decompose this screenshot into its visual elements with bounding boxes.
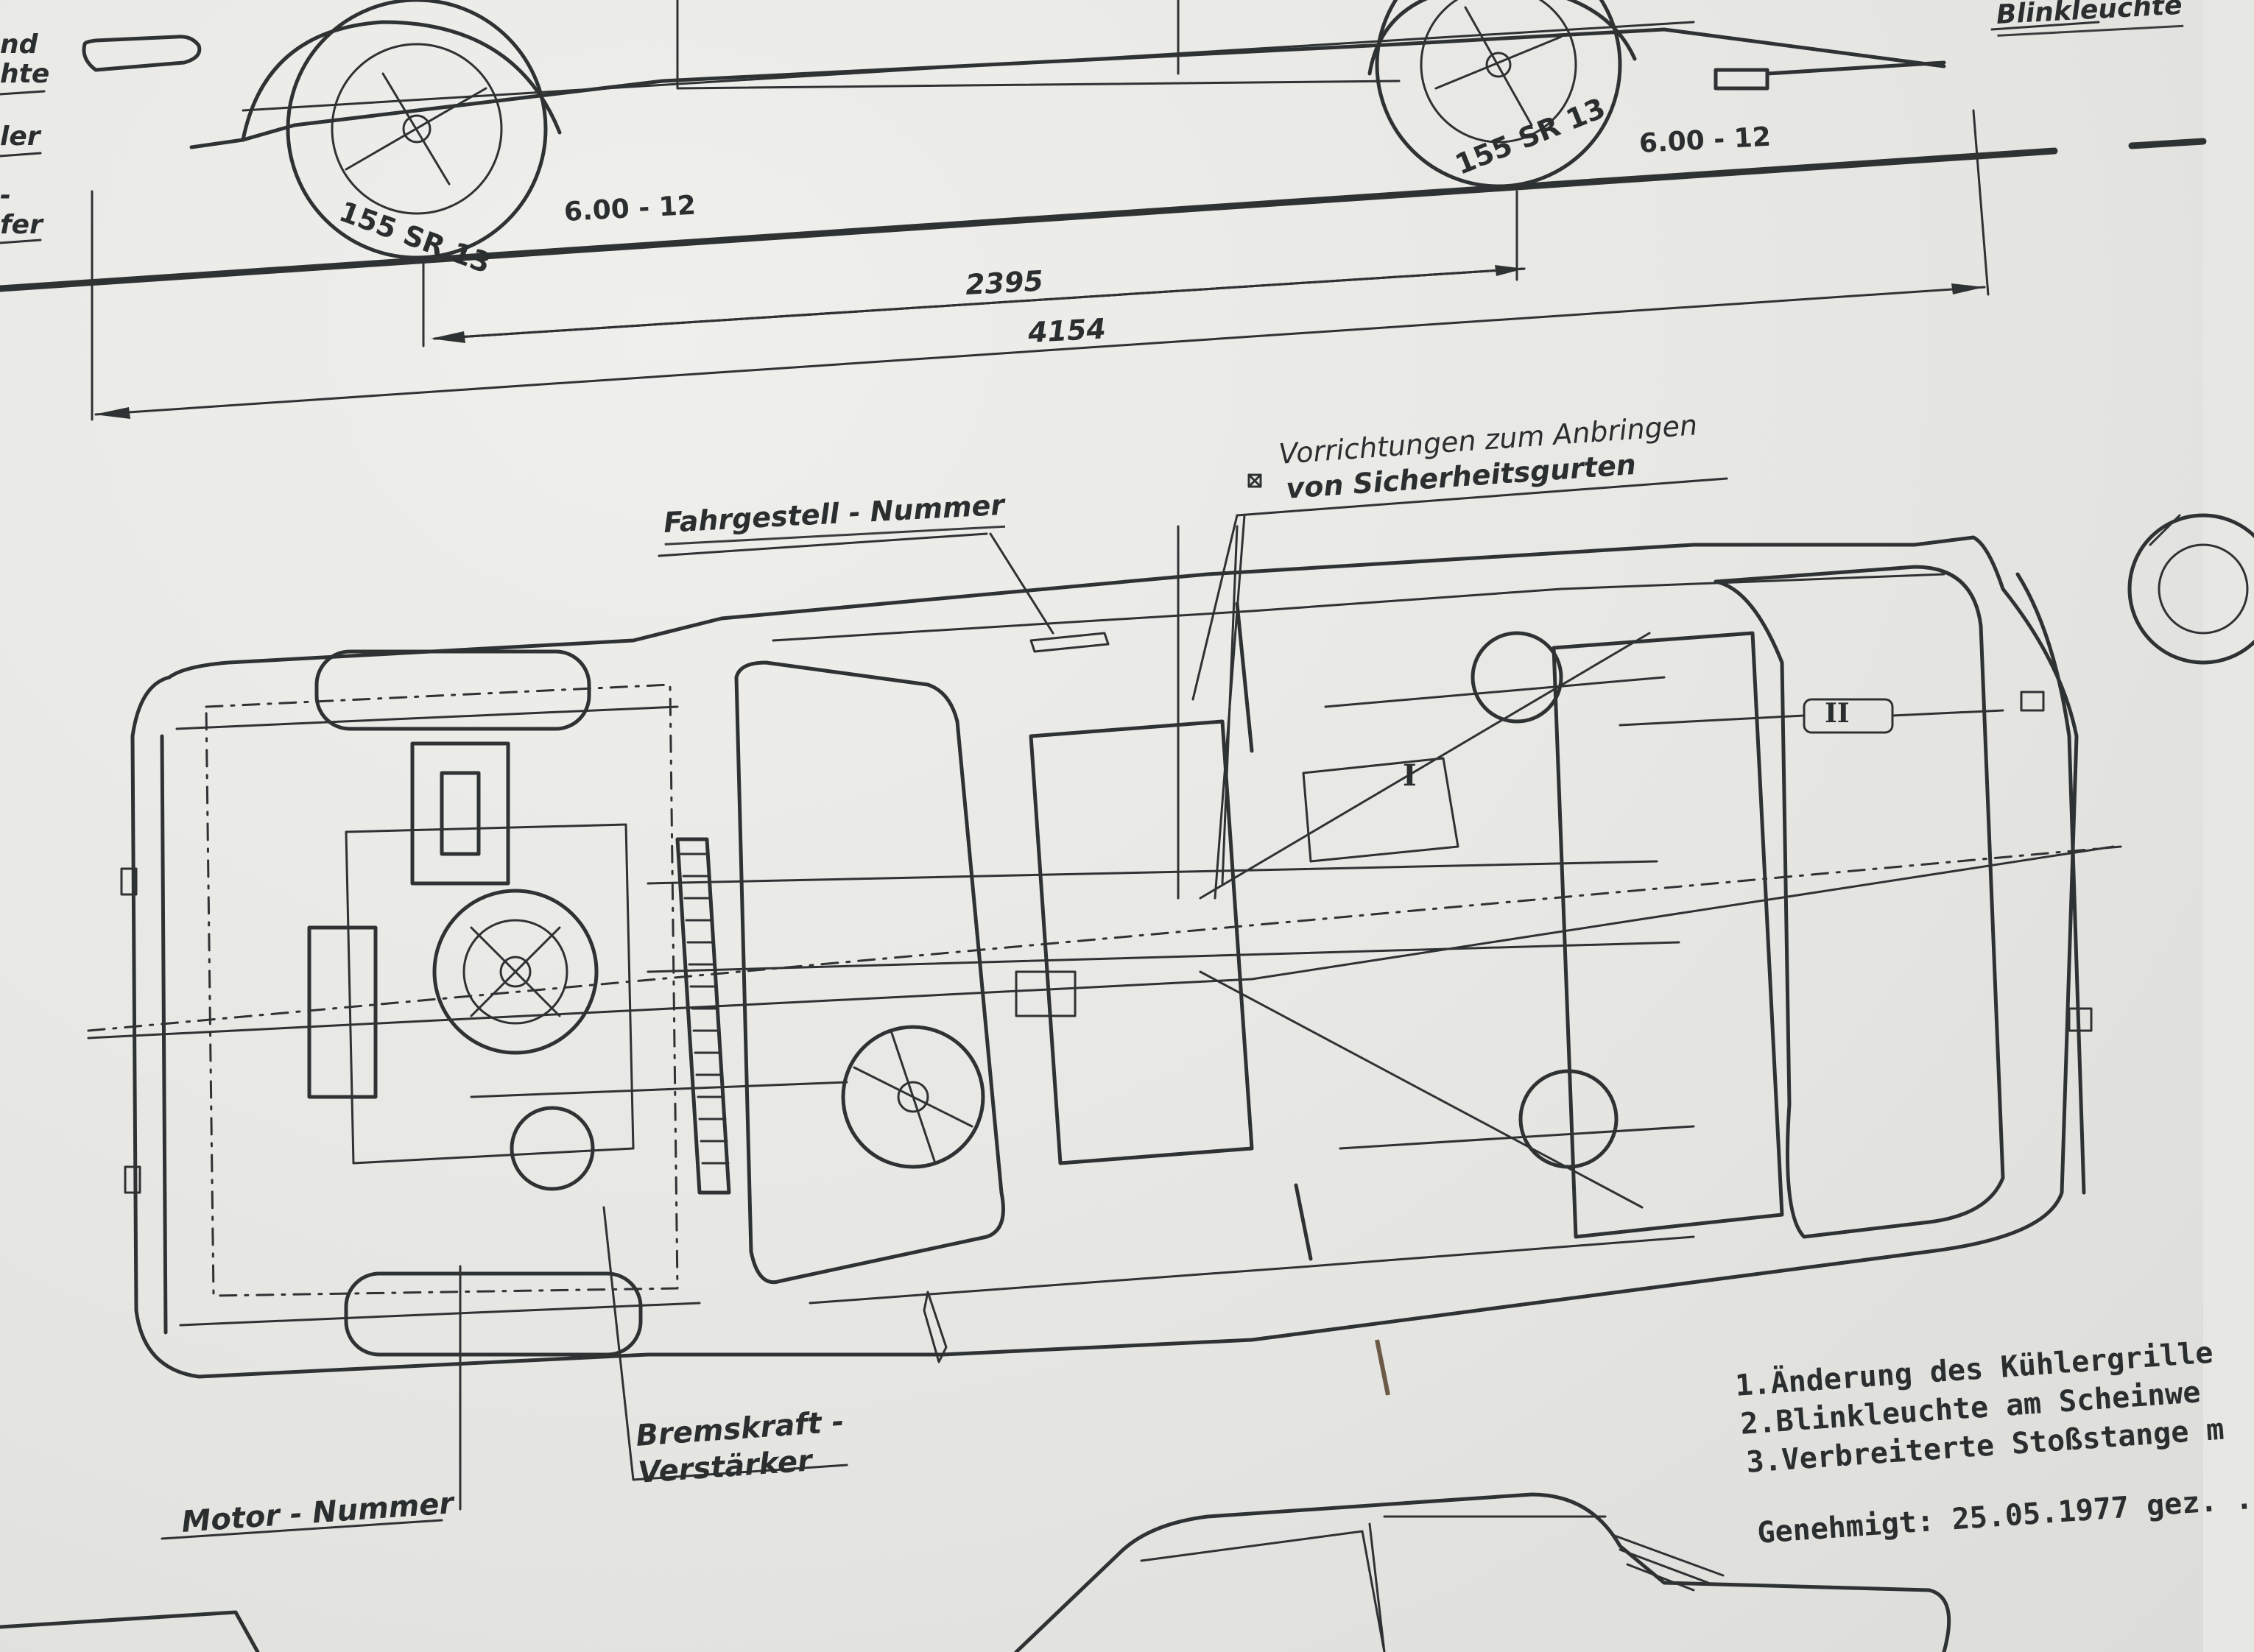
marker-I: I (1403, 758, 1417, 793)
left-label-fragment-2: hte (0, 59, 50, 89)
left-label-fragment-1: nd (0, 29, 38, 60)
top-view (87, 473, 2122, 1540)
bottom-side-view (0, 1492, 1951, 1652)
right-partial-wheel (2127, 513, 2254, 665)
left-label-fragment-5: fer (0, 210, 43, 240)
dimension-length: 4154 (1027, 312, 1107, 349)
left-label-fragment-4: - (0, 180, 11, 211)
marker-II: II (1825, 698, 1850, 729)
dimension-wheelbase: 2395 (965, 264, 1044, 301)
ink-speck (1375, 1339, 1390, 1396)
left-label-fragment-3: ler (0, 121, 40, 152)
side-view (0, 0, 2207, 421)
